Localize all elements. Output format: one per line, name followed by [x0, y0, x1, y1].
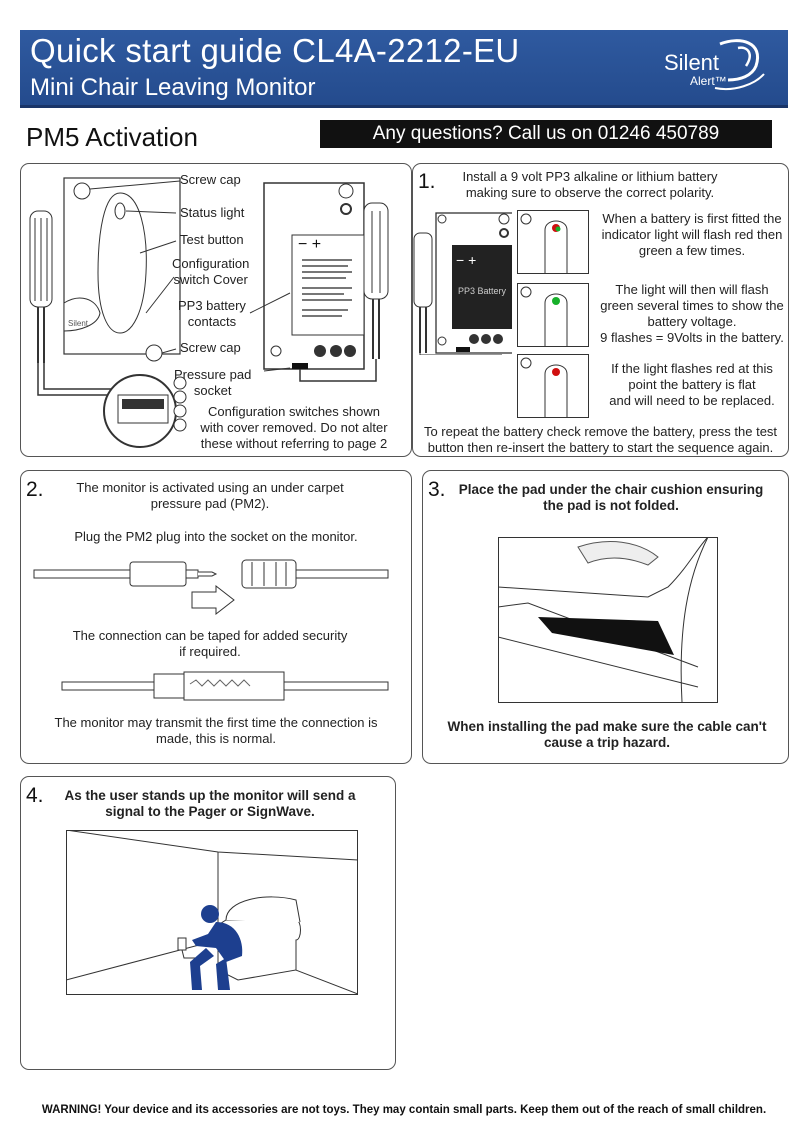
label-status-light: Status light	[180, 205, 245, 220]
hazard-line-1: When installing the pad make sure the ca…	[447, 719, 767, 734]
voltage-line-4: 9 flashes = 9Volts in the battery.	[600, 330, 784, 345]
device-diagram-drawing: Silent − +	[29, 177, 389, 448]
step-1-voltage: The light will then will flash green sev…	[594, 282, 790, 346]
step-2-number: 2.	[26, 478, 44, 501]
note-line-1: Configuration switches shown	[208, 404, 380, 419]
svg-text:− +: − +	[298, 236, 321, 253]
voltage-line-2: green several times to show the	[600, 298, 784, 313]
step-1-intro: Install a 9 volt PP3 alkaline or lithium…	[440, 169, 740, 201]
transmit-line-1: The monitor may transmit the first time …	[54, 715, 378, 730]
page-title: Quick start guide CL4A-2212-EU	[30, 32, 520, 69]
user-standing-illustration	[66, 830, 358, 995]
step-1-battery-drawing: − +	[413, 212, 512, 355]
step-4-number: 4.	[26, 784, 44, 807]
first-fit-line-2: indicator light will flash red then	[601, 227, 783, 242]
flat-line-1: If the light flashes red at this	[611, 361, 773, 376]
taped-connection-drawing	[61, 671, 389, 701]
step-2-intro: The monitor is activated using an under …	[50, 480, 370, 512]
step-1-repeat: To repeat the battery check remove the b…	[412, 424, 789, 456]
step-2-plug: Plug the PM2 plug into the socket on the…	[74, 529, 358, 544]
label-config-cover-line1: Configuration	[172, 256, 250, 271]
led-green-illustration	[517, 283, 589, 347]
step-4-intro-line-1: As the user stands up the monitor will s…	[64, 788, 356, 803]
tape-line-2: if required.	[179, 644, 241, 659]
label-pp3-contacts: PP3 battery contacts	[178, 298, 246, 330]
step-3-intro: Place the pad under the chair cushion en…	[446, 482, 776, 514]
hazard-line-2: cause a trip hazard.	[543, 735, 671, 750]
safety-warning: WARNING! Your device and its accessories…	[41, 1104, 767, 1116]
section-title: PM5 Activation	[26, 122, 198, 152]
label-pp3-line1: PP3 battery	[178, 298, 246, 313]
first-fit-line-3: green a few times.	[638, 243, 746, 258]
logo-text-alert: Alert™	[690, 74, 727, 88]
silent-alert-logo: Silent Alert™	[660, 36, 770, 100]
flat-line-3: and will need to be replaced.	[609, 393, 775, 408]
label-pressure-line2: socket	[193, 383, 232, 398]
page-subtitle: Mini Chair Leaving Monitor	[30, 74, 316, 101]
label-pp3-line2: contacts	[187, 314, 237, 329]
step-1-intro-line-2: making sure to observe the correct polar…	[465, 185, 715, 200]
led-red-green-illustration	[517, 210, 589, 274]
contact-bar: Any questions? Call us on 01246 450789	[320, 120, 772, 148]
label-test-button: Test button	[180, 232, 244, 247]
step-3-intro-line-2: the pad is not folded.	[543, 498, 679, 513]
step-3-number: 3.	[428, 478, 446, 501]
voltage-line-1: The light will then will flash	[615, 282, 769, 297]
label-pressure-socket: Pressure pad socket	[174, 367, 251, 399]
step-3-intro-line-1: Place the pad under the chair cushion en…	[458, 482, 764, 497]
chair-pad-illustration	[498, 537, 718, 703]
note-line-3: these without referring to page 2	[200, 436, 388, 451]
step-2-transmit: The monitor may transmit the first time …	[20, 715, 412, 747]
repeat-line-1: To repeat the battery check remove the b…	[423, 424, 778, 439]
step-4-intro-line-2: signal to the Pager or SignWave.	[105, 804, 315, 819]
svg-text:− +: − +	[456, 252, 476, 268]
plug-socket-drawing	[33, 559, 389, 616]
header-banner: Quick start guide CL4A-2212-EU Mini Chai…	[20, 30, 788, 108]
step-1-first-fit: When a battery is first fitted the indic…	[594, 211, 790, 259]
label-config-cover-line2: switch Cover	[173, 272, 248, 287]
step-1-intro-line-1: Install a 9 volt PP3 alkaline or lithium…	[462, 169, 718, 184]
label-config-cover: Configuration switch Cover	[172, 256, 249, 288]
label-screw-cap-top: Screw cap	[180, 172, 241, 187]
logo-text-silent: Silent	[664, 50, 720, 75]
tape-line-1: The connection can be taped for added se…	[72, 628, 348, 643]
flat-line-2: point the battery is flat	[628, 377, 756, 392]
first-fit-line-1: When a battery is first fitted the	[602, 211, 782, 226]
battery-label: PP3 Battery	[458, 286, 507, 296]
step-2-intro-line-1: The monitor is activated using an under …	[76, 480, 344, 495]
step-1-number: 1.	[418, 170, 436, 193]
step-4-intro: As the user stands up the monitor will s…	[50, 788, 370, 820]
step-1-flat: If the light flashes red at this point t…	[594, 361, 790, 409]
step-2-panel	[20, 470, 412, 764]
label-pressure-line1: Pressure pad	[174, 367, 252, 382]
config-switch-note: Configuration switches shown with cover …	[184, 404, 404, 452]
step-2-tape: The connection can be taped for added se…	[20, 628, 400, 660]
label-screw-cap-bottom: Screw cap	[180, 340, 241, 355]
step-2-intro-line-2: pressure pad (PM2).	[150, 496, 270, 511]
voltage-line-3: battery voltage.	[647, 314, 737, 329]
note-line-2: with cover removed. Do not alter	[200, 420, 388, 435]
step-3-hazard: When installing the pad make sure the ca…	[432, 719, 782, 751]
led-red-illustration	[517, 354, 589, 418]
repeat-line-2: button then re-insert the battery to sta…	[427, 440, 774, 455]
transmit-line-2: made, this is normal.	[156, 731, 276, 746]
svg-text:Silent: Silent	[68, 319, 89, 328]
